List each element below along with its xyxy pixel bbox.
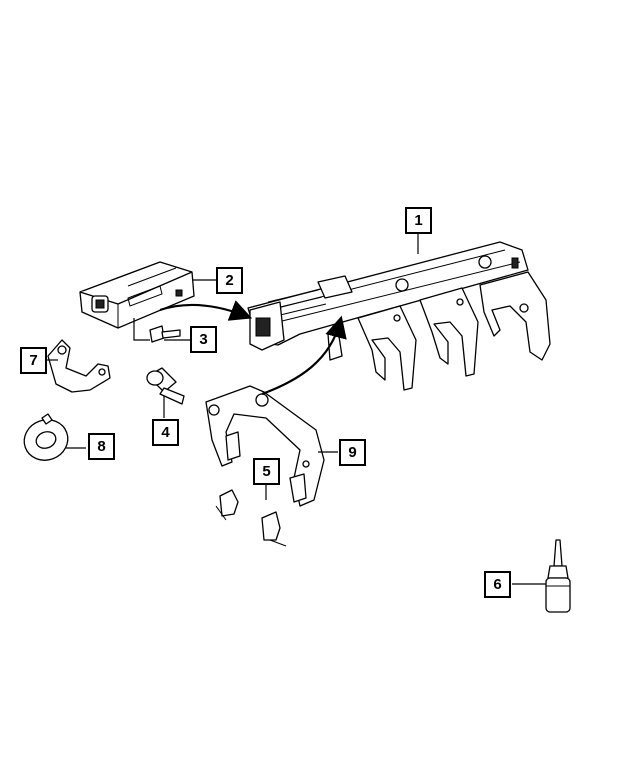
callout-label-7: 7 bbox=[29, 352, 37, 369]
interlock-bracket bbox=[79, 261, 195, 329]
pivot-pin bbox=[146, 367, 185, 405]
callout-label-1: 1 bbox=[414, 212, 422, 229]
callout-9: 9 bbox=[339, 439, 366, 466]
callout-7: 7 bbox=[20, 347, 47, 374]
arrow-fork-to-rail bbox=[261, 315, 347, 396]
bolt bbox=[149, 325, 181, 343]
shift-fork bbox=[205, 385, 325, 507]
callout-8: 8 bbox=[88, 433, 115, 460]
callout-label-8: 8 bbox=[97, 438, 105, 455]
callout-2: 2 bbox=[216, 267, 243, 294]
callout-3: 3 bbox=[190, 326, 217, 353]
mounting-bracket bbox=[47, 339, 111, 393]
callout-label-4: 4 bbox=[161, 424, 170, 441]
callout-label-9: 9 bbox=[348, 444, 356, 461]
callout-4: 4 bbox=[152, 419, 179, 446]
fork-pads bbox=[215, 489, 287, 547]
callout-1: 1 bbox=[405, 207, 432, 234]
leader-3 bbox=[133, 318, 191, 341]
callout-5: 5 bbox=[253, 458, 280, 485]
callout-6: 6 bbox=[484, 571, 511, 598]
callout-label-3: 3 bbox=[199, 331, 207, 348]
callout-label-5: 5 bbox=[262, 463, 270, 480]
callout-label-2: 2 bbox=[225, 272, 233, 289]
sealant-bottle bbox=[545, 539, 571, 613]
callout-label-6: 6 bbox=[493, 576, 501, 593]
arrow-bracket-to-rail bbox=[159, 300, 253, 321]
shift-rail-assembly bbox=[247, 241, 551, 391]
washer bbox=[23, 413, 69, 461]
